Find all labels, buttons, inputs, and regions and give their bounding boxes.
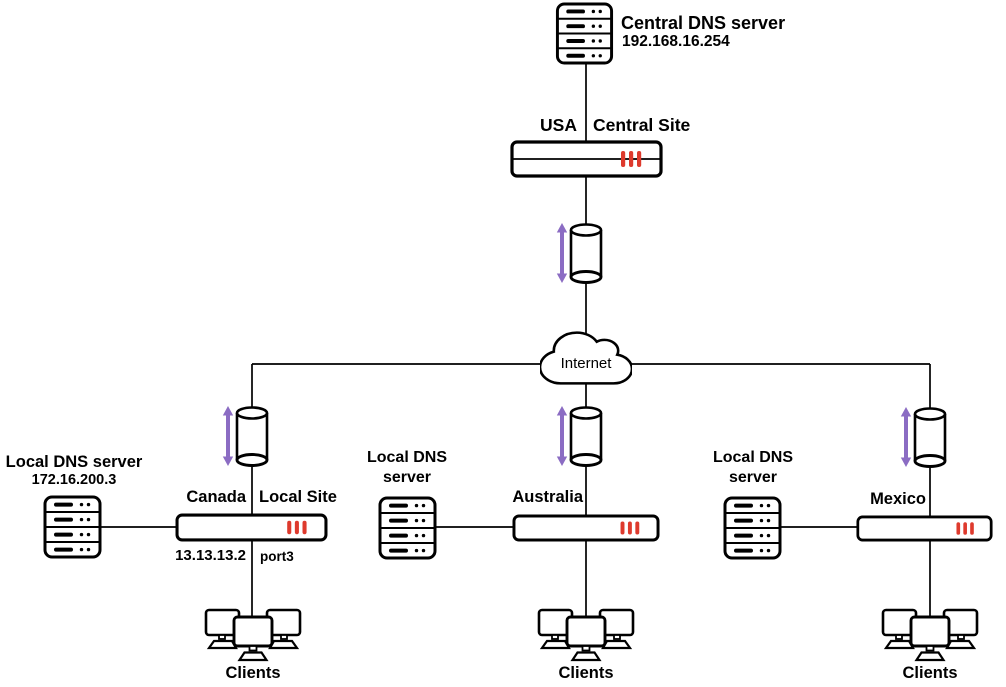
australia-dns-label-line2: server (382, 469, 432, 486)
canada-clients-label: Clients (225, 664, 281, 682)
canada-site-label: Local Site (259, 488, 337, 506)
central-region-label: USA (540, 115, 577, 135)
canada-dns-server-icon (43, 494, 102, 560)
canada-router-icon (175, 513, 328, 542)
mexico-region-label: Mexico (870, 490, 926, 508)
central-dns-server-label: Central DNS server (621, 13, 786, 33)
canada-router-ip: 13.13.13.2 (175, 547, 246, 564)
canada-dns-label: Local DNS server (5, 453, 143, 471)
canada-router-port: port3 (260, 549, 294, 564)
tunnel-mexico-icon (899, 406, 947, 468)
mexico-dns-label-line2: server (728, 469, 778, 486)
mexico-dns-label-line1: Local DNS (712, 449, 793, 466)
mexico-router-icon (856, 515, 993, 542)
central-dns-server-icon (555, 2, 614, 65)
australia-clients-icon (536, 603, 636, 663)
central-router-icon (510, 140, 663, 178)
australia-router-icon (512, 514, 660, 542)
central-site-label: Central Site (593, 115, 691, 135)
tunnel-australia-icon (555, 405, 603, 467)
tunnel-canada-icon (221, 405, 269, 467)
australia-dns-label-line1: Local DNS (366, 449, 447, 466)
mexico-dns-server-icon (723, 495, 782, 561)
tunnel-usa-icon (555, 222, 603, 284)
central-dns-server-ip: 192.168.16.254 (622, 33, 730, 50)
mexico-clients-icon (880, 603, 980, 663)
canada-dns-ip: 172.16.200.3 (31, 472, 117, 488)
australia-region-label: Australia (512, 488, 583, 506)
canada-region-label: Canada (186, 488, 246, 506)
australia-clients-label: Clients (558, 664, 614, 682)
internet-label: Internet (560, 355, 612, 372)
mexico-clients-label: Clients (902, 664, 958, 682)
australia-dns-server-icon (378, 495, 437, 561)
canada-clients-icon (203, 603, 303, 663)
